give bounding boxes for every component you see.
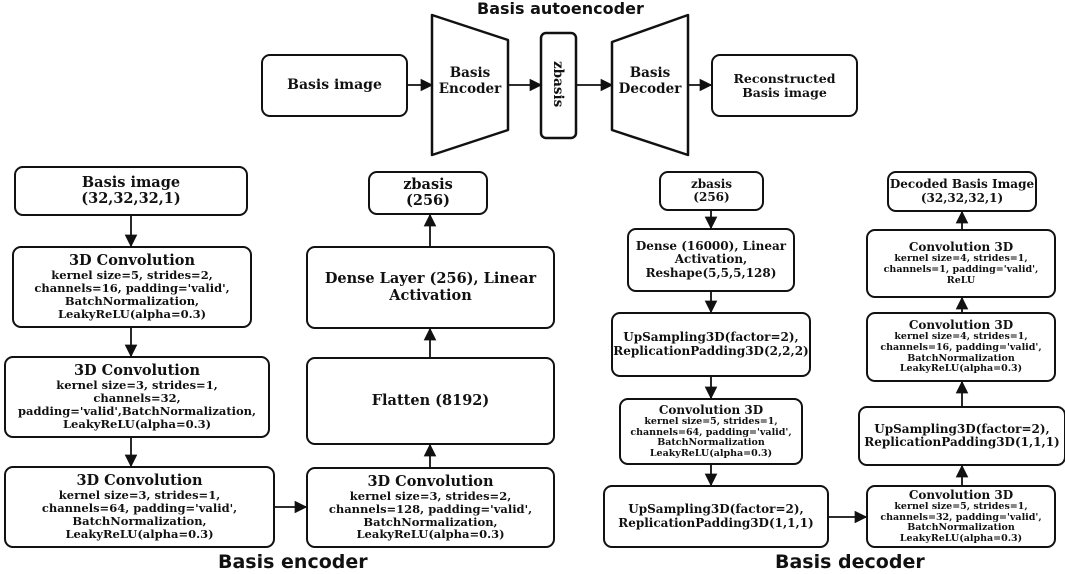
dec-dense-box: Dense (16000), Linear Activation, Reshap… xyxy=(627,228,795,292)
dec-conv2-line: channels=32, padding='valid', xyxy=(880,511,1042,523)
dec-output-box: Decoded Basis Image (32,32,32,1) xyxy=(887,171,1037,212)
ae-input-label: Basis image xyxy=(287,76,382,93)
dec-conv1-line: BatchNormalization xyxy=(657,437,765,449)
enc-conv2-line: LeakyReLU(alpha=0.3) xyxy=(62,416,212,431)
enc-input-box: Basis image (32,32,32,1) xyxy=(14,166,248,216)
enc-conv3-line: BatchNormalization, xyxy=(72,514,207,529)
ae-output-line-2: Basis image xyxy=(742,84,827,100)
enc-conv4-line: kernel size=3, strides=2, xyxy=(349,488,512,503)
dec-output-line: Decoded Basis Image xyxy=(889,177,1035,192)
dec-input-box: zbasis (256) xyxy=(659,171,764,211)
ae-decoder-label: Basis Decoder xyxy=(618,65,682,98)
ae-zbasis-label: zbasis xyxy=(550,61,567,108)
dec-conv3-line: channels=16, padding='valid', xyxy=(880,342,1042,354)
enc-conv4-box: 3D Convolution kernel size=3, strides=2,… xyxy=(306,467,555,548)
enc-conv3-box: 3D Convolution kernel size=3, strides=1,… xyxy=(4,466,275,548)
dec-conv2-line: BatchNormalization xyxy=(907,522,1015,534)
dec-conv3-box: Convolution 3D kernel size=4, strides=1,… xyxy=(866,312,1056,382)
dec-up2-box: UpSampling3D(factor=2), ReplicationPaddi… xyxy=(603,485,829,548)
enc-output-shape: (256) xyxy=(406,192,450,209)
dec-conv1-box: Convolution 3D kernel size=5, strides=1,… xyxy=(619,398,803,465)
autoencoder-title: Basis autoencoder xyxy=(477,0,644,18)
dec-conv2-line: kernel size=5, strides=1, xyxy=(894,500,1028,512)
dec-conv1-line: channels=64, padding='valid', xyxy=(630,426,792,438)
dec-dense-line: Dense (16000), Linear xyxy=(635,238,787,253)
dec-conv4-box: Convolution 3D kernel size=4, strides=1,… xyxy=(866,229,1056,298)
dec-up3-line: UpSampling3D(factor=2), xyxy=(874,421,1050,436)
dec-conv2-title: Convolution 3D xyxy=(908,487,1014,502)
dec-up1-box: UpSampling3D(factor=2), ReplicationPaddi… xyxy=(611,312,811,377)
enc-output-box: zbasis (256) xyxy=(368,171,488,215)
enc-conv3-title: 3D Convolution xyxy=(76,472,203,490)
enc-flatten-label: Flatten (8192) xyxy=(371,391,490,409)
dec-dense-line: Activation, xyxy=(674,252,748,267)
dec-up2-line: UpSampling3D(factor=2), xyxy=(628,502,804,517)
enc-conv2-line: kernel size=3, strides=1, xyxy=(56,378,218,393)
dec-up2-line: ReplicationPadding3D(1,1,1) xyxy=(618,515,814,530)
enc-input-shape: (32,32,32,1) xyxy=(81,190,181,207)
ae-encoder-label: Basis Encoder xyxy=(438,65,502,98)
dec-conv2-box: Convolution 3D kernel size=5, strides=1,… xyxy=(866,485,1056,548)
enc-conv2-line: padding='valid',BatchNormalization, xyxy=(17,404,257,419)
enc-conv1-title: 3D Convolution xyxy=(68,252,196,270)
dec-conv2-line: LeakyReLU(alpha=0.3) xyxy=(899,532,1023,544)
dec-input-line: (256) xyxy=(693,190,730,204)
enc-conv2-box: 3D Convolution kernel size=3, strides=1,… xyxy=(4,356,270,438)
dec-conv3-line: kernel size=4, strides=1, xyxy=(894,331,1028,343)
enc-output-title: zbasis xyxy=(403,175,453,193)
dec-input-line: zbasis xyxy=(690,176,733,191)
dec-up1-line: ReplicationPadding3D(2,2,2) xyxy=(613,343,809,358)
dec-conv4-title: Convolution 3D xyxy=(908,239,1014,254)
dec-conv3-line: LeakyReLU(alpha=0.3) xyxy=(899,363,1023,375)
encoder-title: Basis encoder xyxy=(218,551,368,573)
dec-up1-line: UpSampling3D(factor=2), xyxy=(623,330,799,345)
enc-conv2-line: channels=32, xyxy=(93,391,181,406)
dec-output-line: (32,32,32,1) xyxy=(920,190,1004,205)
enc-conv4-title: 3D Convolution xyxy=(367,472,494,490)
dec-up3-line: ReplicationPadding3D(1,1,1) xyxy=(864,435,1060,449)
enc-conv3-line: LeakyReLU(alpha=0.3) xyxy=(65,526,214,541)
dec-conv1-title: Convolution 3D xyxy=(658,402,764,417)
dec-conv4-line: ReLU xyxy=(946,274,976,286)
dec-dense-line: Reshape(5,5,5,128) xyxy=(645,265,777,280)
enc-conv3-line: kernel size=3, strides=1, xyxy=(58,488,221,503)
enc-conv1-line: channels=16, padding='valid', xyxy=(34,281,230,296)
enc-input-title: Basis image xyxy=(81,173,181,191)
ae-output-line-1: Reconstructed xyxy=(733,70,836,86)
enc-conv4-line: LeakyReLU(alpha=0.3) xyxy=(356,527,505,542)
enc-conv1-line: BatchNormalization, xyxy=(64,294,200,309)
basis-decoder-shape xyxy=(610,13,690,157)
dec-conv1-line: kernel size=5, strides=1, xyxy=(644,415,778,427)
enc-dense-line: Dense Layer (256), Linear xyxy=(324,270,537,288)
enc-conv1-line: LeakyReLU(alpha=0.3) xyxy=(57,306,207,321)
ae-output-box: Reconstructed Basis image xyxy=(711,54,858,117)
enc-conv4-line: channels=128, padding='valid', xyxy=(328,501,533,516)
dec-conv4-line: channels=1, padding='valid', xyxy=(883,263,1039,275)
dec-up3-box: UpSampling3D(factor=2), ReplicationPaddi… xyxy=(858,406,1065,466)
basis-encoder-shape xyxy=(430,13,510,157)
enc-conv4-line: BatchNormalization, xyxy=(363,514,498,529)
dec-conv4-line: kernel size=4, strides=1, xyxy=(894,253,1028,265)
dec-conv1-line: LeakyReLU(alpha=0.3) xyxy=(649,447,773,459)
dec-conv3-line: BatchNormalization xyxy=(907,352,1015,364)
enc-conv3-line: channels=64, padding='valid', xyxy=(41,501,238,516)
enc-conv2-title: 3D Convolution xyxy=(73,362,201,380)
ae-input-box: Basis image xyxy=(261,54,408,117)
enc-dense-box: Dense Layer (256), Linear Activation xyxy=(306,246,555,329)
dec-conv3-title: Convolution 3D xyxy=(908,318,1014,333)
enc-dense-line: Activation xyxy=(389,286,472,304)
enc-conv1-line: kernel size=5, strides=2, xyxy=(51,268,213,283)
enc-conv1-box: 3D Convolution kernel size=5, strides=2,… xyxy=(12,246,252,328)
decoder-title: Basis decoder xyxy=(775,551,925,573)
enc-flatten-box: Flatten (8192) xyxy=(306,357,555,445)
